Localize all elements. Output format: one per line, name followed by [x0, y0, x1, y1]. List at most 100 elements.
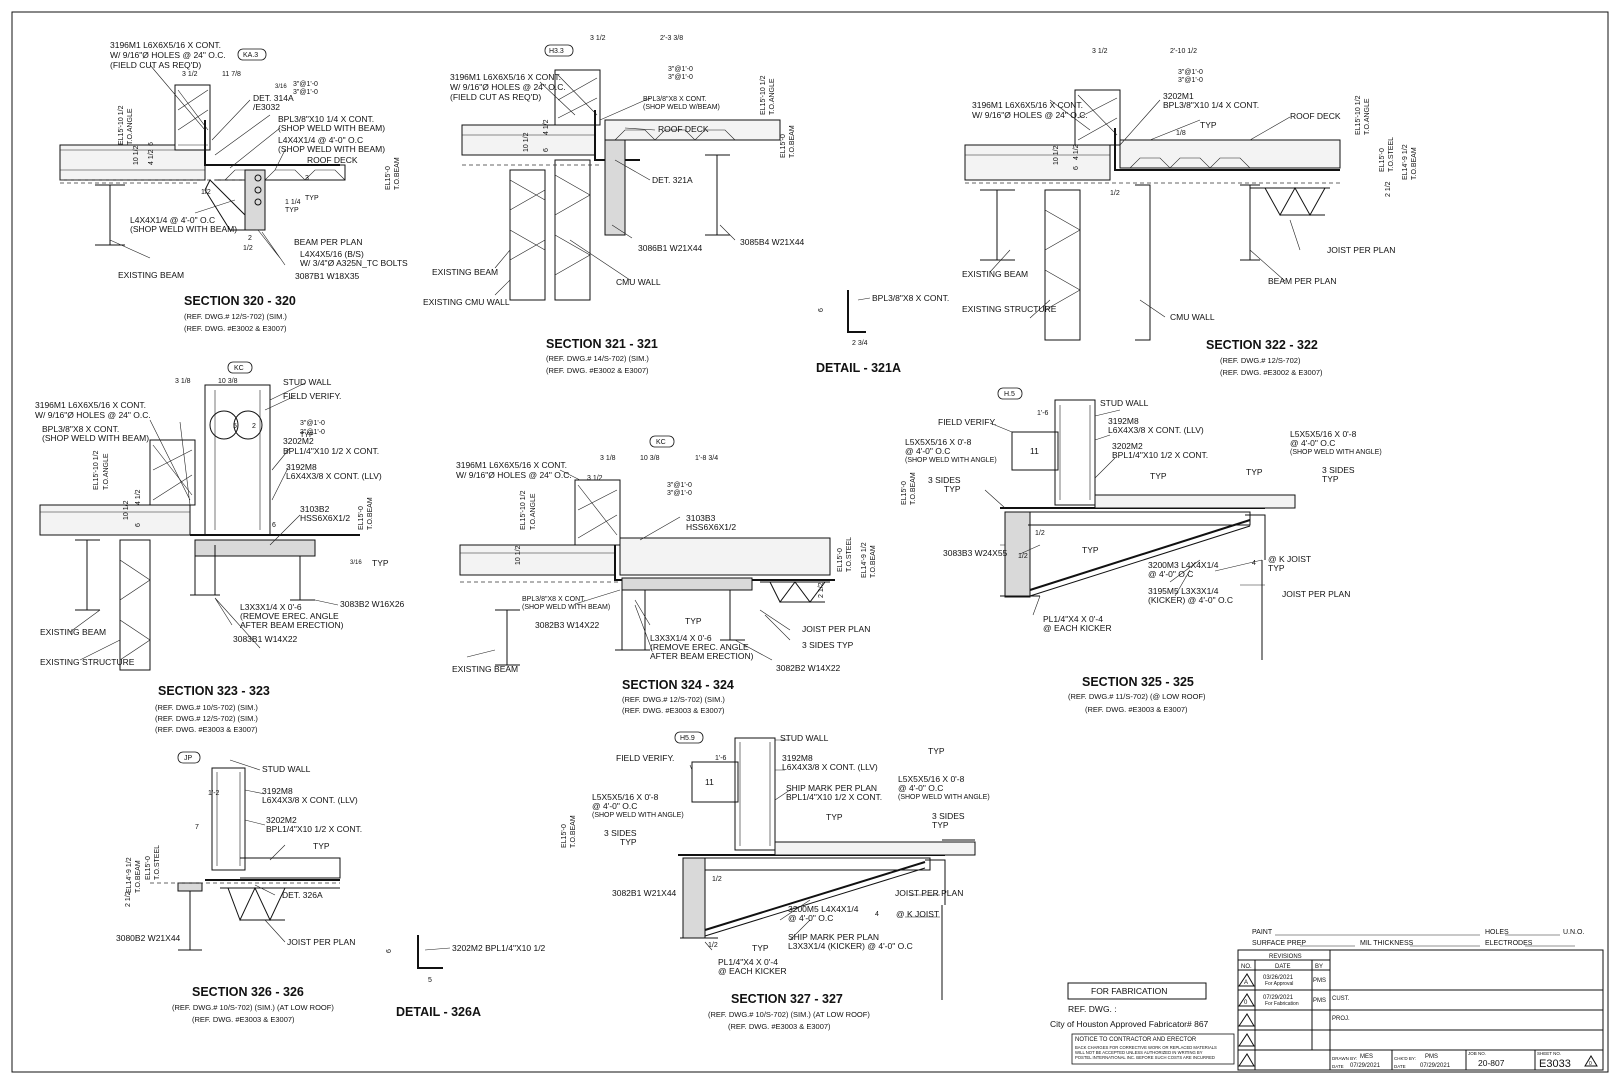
- note: TYP: [1268, 563, 1285, 573]
- note: (SHOP WELD WITH BEAM): [278, 144, 385, 154]
- note: (SHOP WELD WITH ANGLE): [1290, 449, 1382, 456]
- note: TYP: [932, 820, 949, 830]
- note: JOIST PER PLAN: [802, 624, 870, 634]
- note: HSS6X6X1/2: [686, 522, 736, 532]
- section-ref: (REF. DWG. #E3003 & E3007): [728, 1022, 831, 1031]
- section-ref: (REF. DWG.# 12/S-702) (SIM.): [622, 695, 725, 704]
- note: (SHOP WELD WITH ANGLE): [898, 794, 990, 801]
- dimension: 5: [428, 977, 432, 984]
- dimension: 10 1/2: [1053, 145, 1060, 165]
- note: @ 4'-0" O.C: [905, 446, 950, 456]
- note: 3080B2 W21X44: [116, 933, 181, 943]
- elevation-note: T.O.BEAM: [394, 157, 401, 190]
- note: 3 SIDES: [1322, 465, 1355, 475]
- dimension: 3: [305, 175, 309, 182]
- section-ref: (REF. DWG.# 10/S-702) (SIM.) (AT LOW ROO…: [708, 1010, 870, 1019]
- note: L4X4X1/4 @ 4'-0" O.C: [278, 135, 363, 145]
- note: (SHOP WELD WITH BEAM): [522, 604, 610, 611]
- note: TYP: [685, 616, 702, 626]
- chkd-date: 07/29/2021: [1420, 1063, 1451, 1069]
- date-label: DATE: [1394, 1064, 1406, 1069]
- dimension: 1/2: [1035, 530, 1045, 537]
- elevation: EL15'-10 1/2: [1355, 95, 1362, 135]
- note: EXISTING STRUCTURE: [962, 304, 1057, 314]
- notice-line: WILL NOT BE ACCEPTED UNLESS AUTHORIZED I…: [1075, 1050, 1203, 1055]
- note: EXISTING STRUCTURE: [40, 657, 135, 667]
- dimension: 3"@1'-0: [668, 66, 693, 73]
- section-title: SECTION 326 - 326: [192, 985, 304, 999]
- note: CMU WALL: [616, 277, 661, 287]
- note: BEAM PER PLAN: [294, 237, 363, 247]
- elevation-note: T.O.ANGLE: [127, 108, 134, 145]
- notice-title: NOTICE TO CONTRACTOR AND ERECTOR: [1075, 1037, 1197, 1043]
- note: ROOF DECK: [658, 124, 709, 134]
- dimension: 6: [386, 949, 393, 953]
- note: STUD WALL: [262, 764, 311, 774]
- elevation-note: T.O.STEEL: [846, 537, 853, 572]
- note: W/ 9/16"Ø HOLES @ 24" O.C.: [35, 410, 151, 420]
- note: L5X5X5/16 X 0'-8: [905, 437, 972, 447]
- note: 3 SIDES: [604, 828, 637, 838]
- dimension: 4: [1252, 560, 1256, 567]
- dimension: 7: [195, 824, 199, 831]
- note: FIELD VERIFY.: [283, 391, 341, 401]
- sheet-no: E3033: [1539, 1058, 1571, 1070]
- note: 3 SIDES: [932, 811, 965, 821]
- grid-label: H5.9: [680, 735, 695, 742]
- grid-bubble: [237, 48, 267, 61]
- elevation: EL15'-0: [1379, 148, 1386, 172]
- section-title: SECTION 325 - 325: [1082, 675, 1194, 689]
- section-321: 3196M1 L6X6X5/16 X CONT. W/ 9/16"Ø HOLES…: [423, 35, 805, 375]
- rev-col-by: BY: [1315, 964, 1323, 970]
- elevation-note: T.O.BEAM: [570, 815, 577, 848]
- note: TYP: [928, 746, 945, 756]
- elevation: EL15'-0: [901, 481, 908, 505]
- note: L6X4X3/8 X CONT. (LLV): [782, 762, 878, 772]
- note: FIELD VERIFY.: [616, 753, 674, 763]
- section-320: 3196M1 L6X6X5/16 X CONT. W/ 9/16"Ø HOLES…: [59, 40, 408, 333]
- note: 3202M2: [1112, 441, 1143, 451]
- elevation-note: T.O.ANGLE: [530, 493, 537, 530]
- note: PL1/4"X4 X 0'-4: [718, 957, 778, 967]
- note: TYP: [1082, 545, 1099, 555]
- note: (SHOP WELD WITH BEAM): [130, 224, 237, 234]
- note: @ K JOIST: [896, 909, 939, 919]
- note: TYP: [1246, 467, 1263, 477]
- dimension: 1'-8 3/4: [695, 455, 718, 462]
- sheet-border: [11, 11, 1609, 1073]
- dimension: 3"@1'-0: [293, 81, 318, 88]
- dimension: 1/2: [712, 876, 722, 883]
- rev-desc: For Approval: [1265, 981, 1293, 987]
- dimension: 3/16: [350, 560, 362, 566]
- note: L5X5X5/16 X 0'-8: [592, 792, 659, 802]
- section-ref: (REF. DWG. #E3003 & E3007): [192, 1015, 295, 1024]
- note: L6X4X3/8 X CONT. (LLV): [262, 795, 358, 805]
- surface-prep-label: SURFACE PREP: [1252, 940, 1306, 947]
- note: TYP: [372, 558, 389, 568]
- sheet-rev: 0: [1589, 1061, 1592, 1067]
- dimension: 6: [135, 523, 142, 527]
- note: BPL1/4"X10 1/2 X CONT.: [1112, 450, 1208, 460]
- drawn-by-label: DRAWN BY:: [1332, 1056, 1357, 1061]
- note: BPL3/8"X10 1/4 X CONT.: [1163, 100, 1259, 110]
- sheet-no-label: SHEET NO.: [1537, 1051, 1561, 1056]
- fabricator-note: City of Houston Approved Fabricator# 867: [1050, 1019, 1209, 1029]
- grid-label: H3.3: [549, 48, 564, 55]
- note: 3192M8: [286, 462, 317, 472]
- dimension: 3 1/8: [600, 455, 616, 462]
- note: TYP: [1200, 120, 1217, 130]
- note: TYP: [313, 841, 330, 851]
- note: L3X3X1/4 X 0'-6: [650, 633, 712, 643]
- section-ref: (REF. DWG.# 10/S-702) (SIM.): [155, 703, 258, 712]
- note: (SHOP WELD WITH BEAM): [278, 123, 385, 133]
- dimension: 3"@1'-0: [293, 89, 318, 96]
- note: (REMOVE EREC. ANGLE: [650, 642, 749, 652]
- elevation-note: T.O.BEAM: [870, 545, 877, 578]
- note: 3103B3: [686, 513, 716, 523]
- dimension: 10 3/8: [640, 455, 660, 462]
- note: BPL1/4"X10 1/2 X CONT.: [786, 792, 882, 802]
- section-ref: (REF. DWG.# 10/S-702) (SIM.) (AT LOW ROO…: [172, 1003, 334, 1012]
- elevation: EL15'-10 1/2: [520, 490, 527, 530]
- note: 3 SIDES: [928, 475, 961, 485]
